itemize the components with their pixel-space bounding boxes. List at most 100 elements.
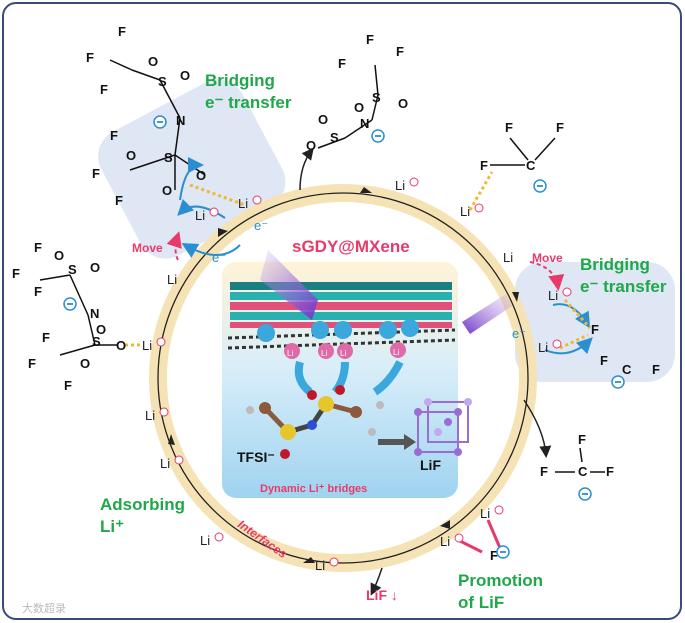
svg-text:S: S <box>68 262 77 277</box>
move-label-right: Move <box>532 251 563 265</box>
svg-text:O: O <box>180 68 190 83</box>
cycle-arrow <box>512 292 519 302</box>
cycle-arrow <box>440 520 450 529</box>
cf3-bottom-right-bonds <box>555 447 605 473</box>
electron-transfer-arrow <box>181 243 241 258</box>
svg-text:F: F <box>366 32 374 47</box>
li-label: Li <box>321 349 327 358</box>
lif-center-label: LiF <box>420 457 441 473</box>
svg-text:F: F <box>505 120 513 135</box>
electron-transfer-arrow <box>544 337 593 355</box>
svg-text:F: F <box>28 356 36 371</box>
li-label: Li <box>538 340 548 355</box>
svg-text:O: O <box>54 248 64 263</box>
svg-text:S: S <box>158 74 167 89</box>
move-arrow-right <box>529 261 565 291</box>
release-arrow-top <box>299 147 314 191</box>
electron-transfer-arrow <box>177 198 226 219</box>
li-label: Li <box>142 338 152 353</box>
svg-text:O: O <box>306 138 316 153</box>
dynamic-bridges-label: Dynamic Li⁺ bridges <box>260 483 367 495</box>
tfsi-left-bonds <box>39 274 118 356</box>
svg-text:F: F <box>34 240 42 255</box>
svg-text:F: F <box>42 330 50 345</box>
tfsi-label: TFSI⁻ <box>237 449 275 465</box>
svg-text:F: F <box>12 266 20 281</box>
coordination-bond <box>468 171 494 211</box>
svg-text:S: S <box>92 334 101 349</box>
cycle-arrow <box>303 557 315 563</box>
li-label: Li <box>440 534 450 549</box>
svg-text:F: F <box>600 353 608 368</box>
center-title: sGDY@MXene <box>292 237 410 256</box>
svg-text:F: F <box>92 166 100 181</box>
svg-text:O: O <box>80 356 90 371</box>
coordination-bond <box>563 299 592 329</box>
svg-text:S: S <box>372 90 381 105</box>
li-label: Li <box>195 208 205 223</box>
label-bridging-right-1: Bridging <box>580 255 650 274</box>
li-label: Li <box>160 456 170 471</box>
svg-text:F: F <box>110 128 118 143</box>
svg-text:O: O <box>90 260 100 275</box>
svg-text:C: C <box>526 158 536 173</box>
li-charge-markers <box>156 177 572 567</box>
svg-text:S: S <box>164 150 173 165</box>
watermark: 大数超录 <box>22 601 66 615</box>
svg-text:C: C <box>622 362 632 377</box>
svg-text:F: F <box>540 464 548 479</box>
tfsi-molecule <box>246 385 384 459</box>
cf3-top-right-bonds <box>490 137 556 166</box>
cycle-arrow <box>360 187 372 193</box>
svg-text:F: F <box>396 44 404 59</box>
svg-text:F: F <box>652 362 660 377</box>
svg-text:O: O <box>196 168 206 183</box>
svg-text:F: F <box>490 548 498 563</box>
li-label: Li <box>395 178 405 193</box>
svg-text:F: F <box>480 158 488 173</box>
electron-transfer-arrow <box>179 157 204 201</box>
svg-text:O: O <box>398 96 408 111</box>
cycle-arrow <box>168 434 175 445</box>
atom-symbols: F F F S O O N F F F S O O O F F F S O O … <box>12 24 660 563</box>
svg-text:O: O <box>96 322 106 337</box>
svg-text:F: F <box>338 56 346 71</box>
electron-label: e⁻ <box>254 218 268 233</box>
svg-text:F: F <box>34 284 42 299</box>
label-promotion-1: Promotion <box>458 571 543 590</box>
li-label: Li <box>460 204 470 219</box>
tfsi-to-lif-arrowhead <box>404 434 416 450</box>
label-bridging-top-2: e⁻ transfer <box>205 93 292 112</box>
li-label: Li <box>200 533 210 548</box>
label-promotion-2: of LiF <box>458 593 504 612</box>
purple-arrow-right <box>462 294 512 334</box>
electron-label: e⁻ <box>512 326 526 341</box>
svg-text:O: O <box>116 338 126 353</box>
svg-text:F: F <box>118 24 126 39</box>
svg-text:O: O <box>354 100 364 115</box>
cycle-arrow <box>218 228 228 237</box>
li-label: Li <box>167 272 177 287</box>
li-label: Li <box>340 349 346 358</box>
electron-bubbles <box>257 319 419 396</box>
svg-text:N: N <box>360 116 369 131</box>
svg-text:F: F <box>100 82 108 97</box>
svg-text:S: S <box>330 130 339 145</box>
lif-out-label: LiF ↓ <box>366 587 398 603</box>
svg-text:F: F <box>591 322 599 337</box>
svg-text:F: F <box>606 464 614 479</box>
release-arrow-bottom <box>370 567 383 596</box>
lif-crystal <box>414 398 472 456</box>
tfsi-top-left-bonds <box>109 59 246 207</box>
li-label: Li <box>238 196 248 211</box>
svg-text:F: F <box>556 120 564 135</box>
negative-charge-signs <box>67 121 621 553</box>
cycle-circle <box>157 192 529 564</box>
svg-text:N: N <box>176 113 185 128</box>
li-label: Li <box>315 558 325 573</box>
tfsi-top-mid-bonds <box>317 64 379 149</box>
svg-text:F: F <box>578 432 586 447</box>
